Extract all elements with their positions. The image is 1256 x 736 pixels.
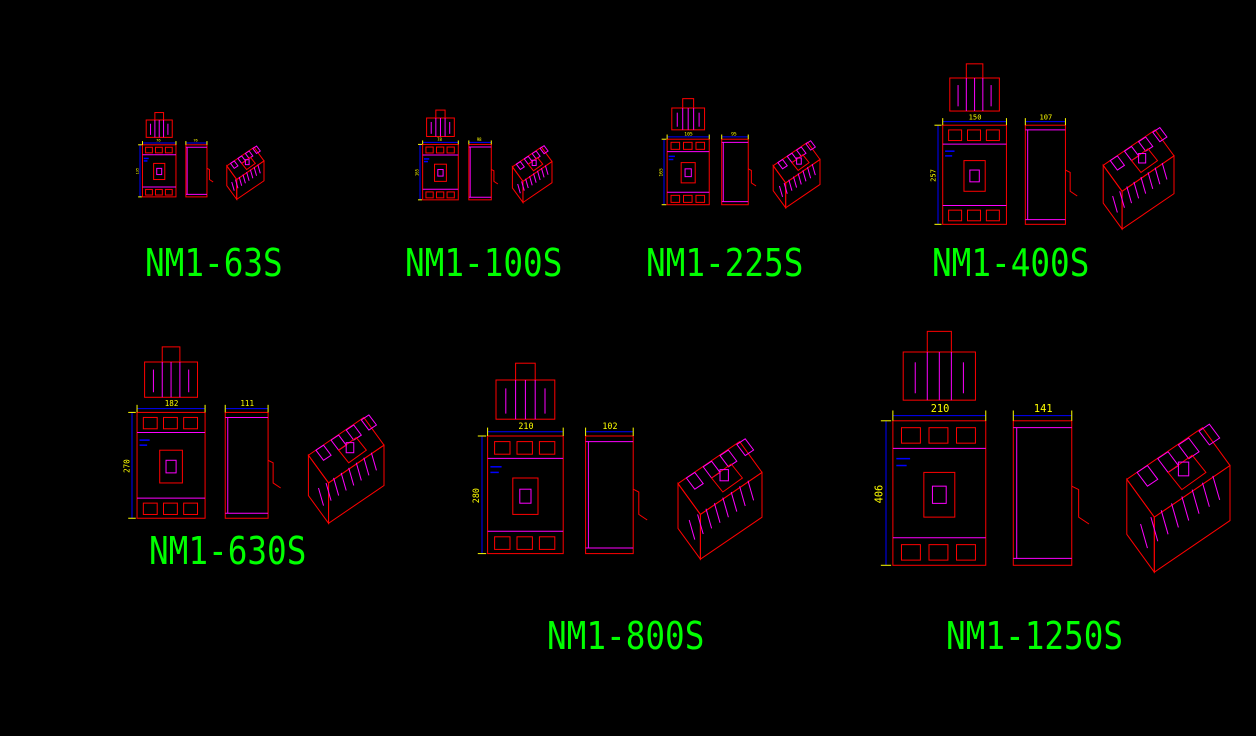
breaker-drawing-nm1-63s: 76 135 76	[136, 112, 265, 201]
side-view: 111	[224, 399, 281, 519]
model-label-nm1-400s: NM1-400S	[932, 241, 1090, 285]
isometric-view	[1126, 423, 1231, 574]
breaker-drawing-nm1-630s: 182 270 111	[122, 346, 385, 525]
top-view	[949, 63, 1000, 112]
isometric-view	[307, 414, 385, 525]
isometric-view	[226, 145, 265, 201]
front-view: 78 165	[415, 137, 459, 201]
model-label-nm1-225s: NM1-225S	[646, 241, 804, 285]
top-view	[145, 112, 173, 138]
dimension-width-label: 76	[156, 139, 160, 143]
top-view	[426, 109, 455, 137]
dimension-height-label: 165	[415, 168, 420, 176]
top-view	[495, 362, 556, 420]
model-label-nm1-63s: NM1-63S	[145, 241, 283, 285]
breaker-drawing-nm1-800s: 210 280 102	[471, 362, 763, 561]
front-view: 105 165	[658, 131, 710, 206]
side-view: 95	[721, 131, 757, 206]
isometric-view	[1102, 126, 1175, 231]
model-label-nm1-1250s: NM1-1250S	[946, 614, 1124, 658]
side-view: 76	[185, 139, 214, 198]
dimension-depth-label: 76	[193, 139, 197, 143]
dimension-height-label: 257	[929, 169, 938, 182]
model-label-nm1-630s: NM1-630S	[149, 529, 307, 573]
top-view	[671, 98, 706, 131]
isometric-view	[677, 438, 763, 561]
dimension-depth-label: 95	[731, 131, 737, 137]
isometric-view	[511, 145, 553, 205]
breaker-drawing-nm1-1250s: 210 406 141	[874, 330, 1231, 574]
model-label-nm1-100s: NM1-100S	[405, 241, 563, 285]
top-view	[144, 346, 199, 398]
dimension-width-label: 78	[437, 137, 442, 142]
front-view: 182 270	[122, 399, 206, 519]
dimension-width-label: 210	[931, 403, 950, 415]
dimension-width-label: 150	[969, 112, 982, 121]
dimension-height-label: 135	[136, 168, 140, 175]
side-view: 107	[1024, 112, 1078, 225]
dimension-width-label: 210	[518, 421, 533, 431]
dimension-height-label: 406	[874, 485, 886, 504]
dimension-depth-label: 107	[1039, 112, 1052, 121]
dimension-depth-label: 111	[240, 399, 254, 408]
top-view	[902, 330, 976, 401]
model-label-nm1-800s: NM1-800S	[547, 614, 705, 658]
dimension-depth-label: 98	[477, 137, 482, 142]
breaker-drawing-nm1-100s: 78 165 98	[415, 109, 553, 205]
side-view: 102	[585, 421, 648, 555]
side-view: 141	[1012, 403, 1090, 566]
dimension-width-label: 182	[165, 399, 179, 408]
front-view: 76 135	[136, 139, 177, 198]
dimension-height-label: 270	[122, 459, 131, 473]
dimension-depth-label: 102	[602, 421, 617, 431]
dimension-height-label: 280	[471, 488, 481, 503]
front-view: 150 257	[929, 112, 1007, 225]
side-view: 98	[468, 137, 499, 201]
dimension-width-label: 105	[684, 131, 693, 137]
dimension-depth-label: 141	[1034, 403, 1053, 415]
front-view: 210 406	[874, 403, 987, 566]
breaker-drawing-nm1-400s: 150 257 107	[929, 63, 1175, 231]
front-view: 210 280	[471, 421, 564, 555]
isometric-view	[772, 140, 821, 210]
breaker-drawing-nm1-225s: 105 165 95	[658, 98, 821, 210]
dimension-height-label: 165	[658, 168, 664, 177]
